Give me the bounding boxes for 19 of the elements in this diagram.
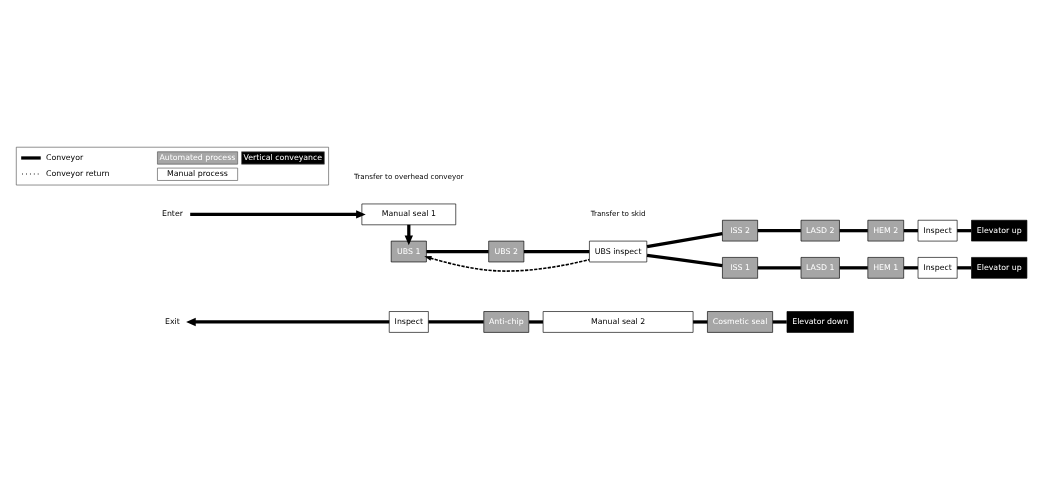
connector [693, 320, 708, 324]
connector [839, 266, 868, 270]
connector [957, 229, 972, 233]
arrow [190, 210, 366, 219]
connector [428, 320, 484, 324]
connector [757, 266, 801, 270]
arrow [186, 317, 390, 327]
connector [839, 229, 868, 233]
connector [523, 249, 590, 254]
connector [646, 232, 723, 249]
connector [957, 266, 972, 270]
connector [757, 229, 801, 233]
connector [772, 320, 787, 324]
connector [426, 249, 489, 254]
connector [646, 253, 723, 268]
connector [903, 229, 918, 233]
connector [529, 320, 543, 324]
connector [903, 266, 918, 270]
arrow [424, 255, 591, 272]
